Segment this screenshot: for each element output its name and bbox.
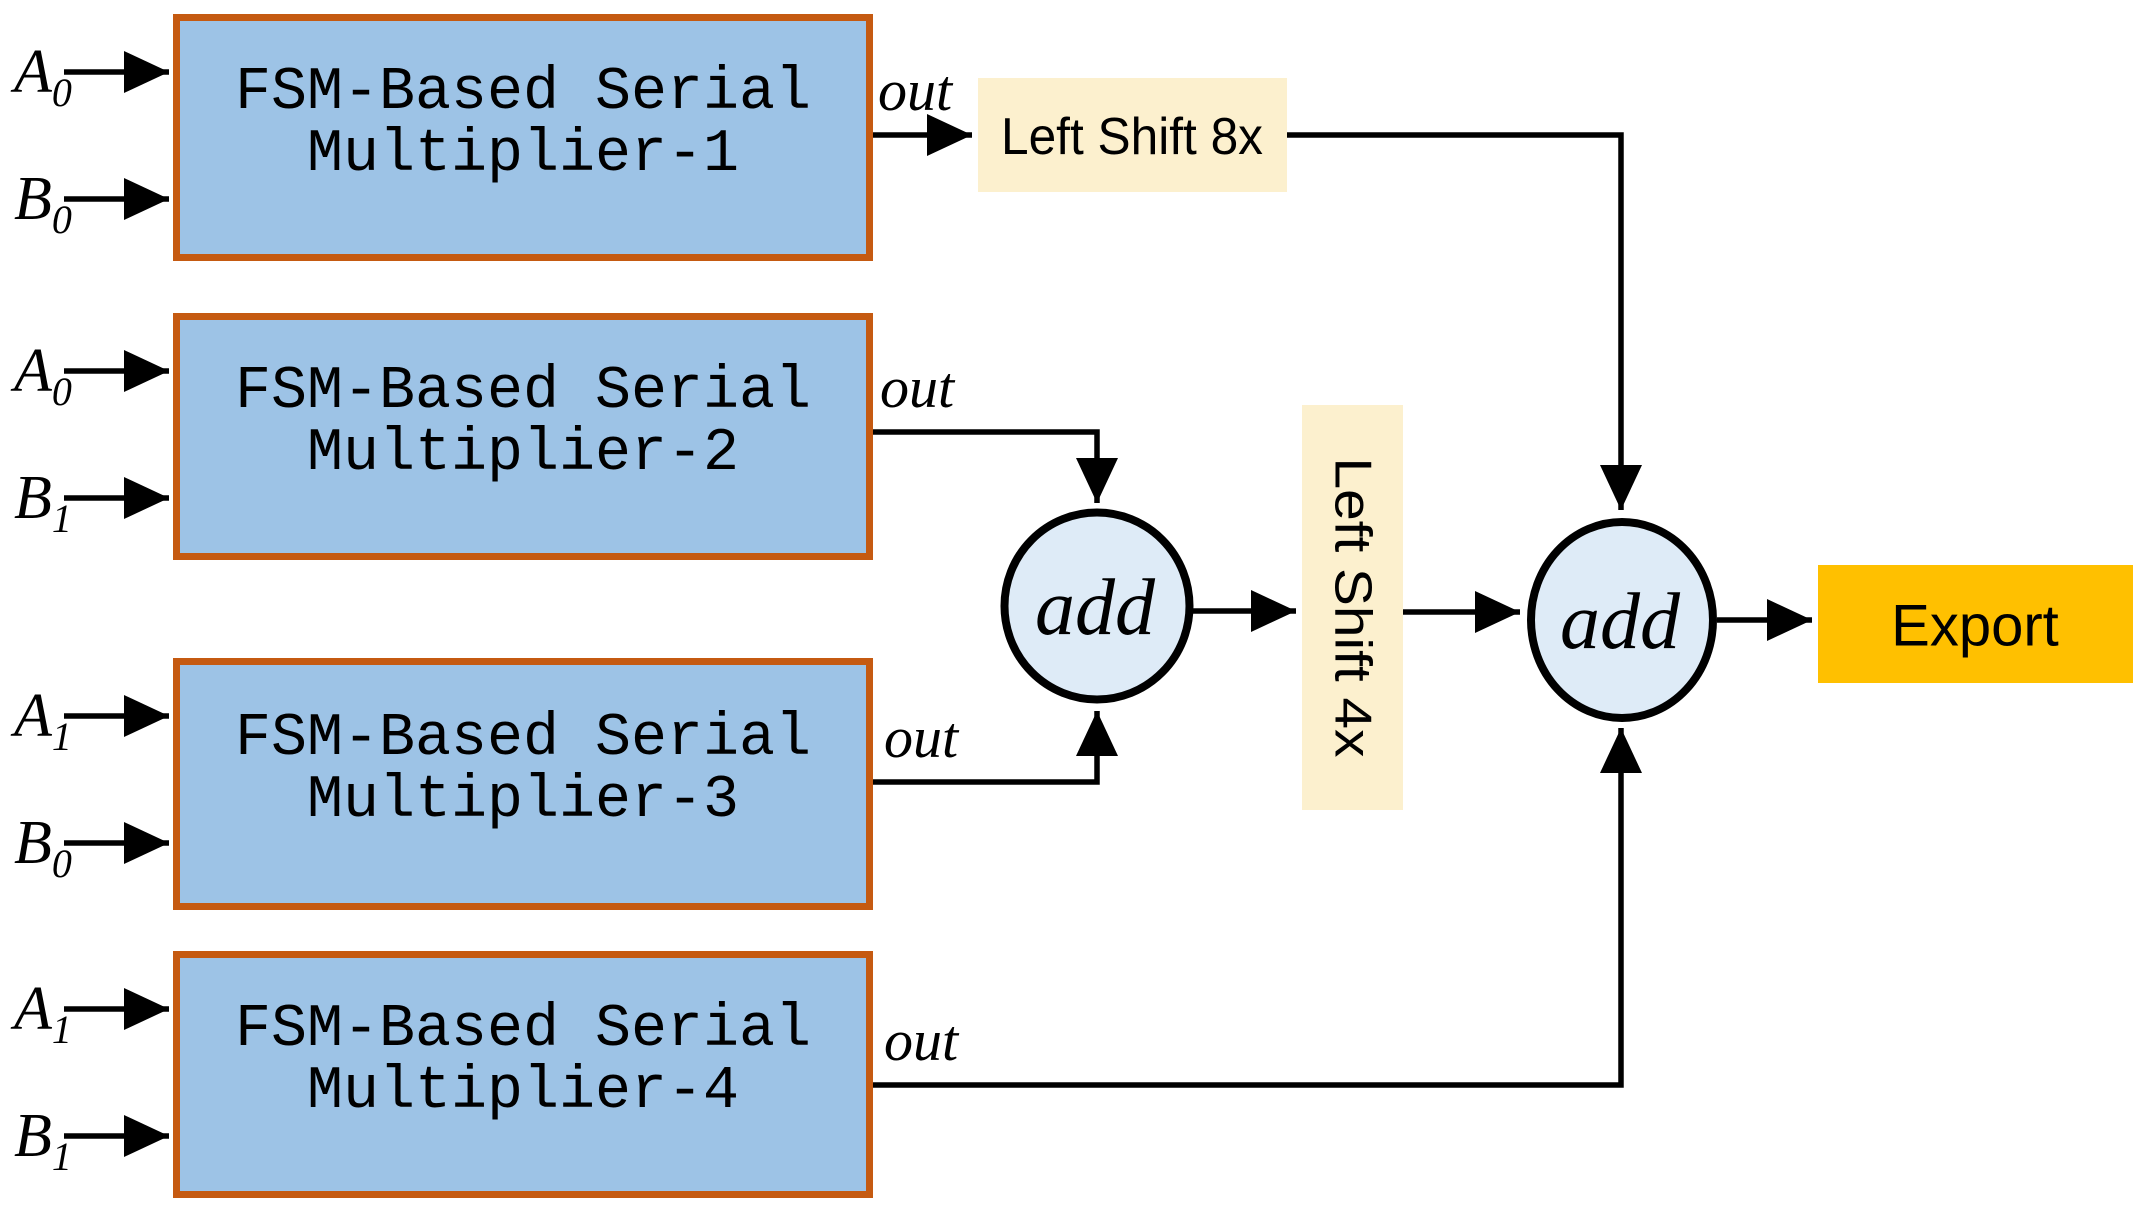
- wire-shift8-to-adder2: [1287, 132, 1642, 510]
- adder-1-label: add: [1035, 564, 1156, 652]
- adder-1-group: add: [1000, 508, 1296, 704]
- multiplier-3-box: [173, 658, 873, 910]
- adder-2-label: add: [1560, 578, 1681, 666]
- multiplier-1-box: [173, 14, 873, 261]
- out-label-4: out: [884, 1008, 960, 1073]
- export-box: [1818, 565, 2133, 683]
- multiplier-3-label-line1: FSM-Based Serial: [235, 705, 811, 773]
- multiplier-2-label-line2: Multiplier-2: [307, 420, 739, 488]
- input-label-b1-m2: B1: [14, 464, 72, 541]
- left-shift-4x-group: Left Shift 4x: [1302, 405, 1520, 810]
- out-label-1: out: [878, 58, 954, 123]
- wire-mult3-to-adder1: [873, 711, 1118, 785]
- multiplier-2-box: [173, 313, 873, 560]
- left-shift-8x-box: [978, 78, 1287, 192]
- input-label-b0-m3: B0: [14, 809, 72, 886]
- adder-1-circle: [1000, 508, 1194, 704]
- multiplier-2-group: FSM-Based Serial Multiplier-2 A0 B1 out: [10, 313, 1118, 560]
- adder-2-group: add: [1527, 518, 1812, 722]
- input-label-b1-m4: B1: [14, 1102, 72, 1179]
- input-label-b0: B0: [14, 165, 72, 242]
- out-label-3: out: [884, 705, 960, 770]
- adder-2-circle: [1527, 518, 1717, 722]
- export-label: Export: [1891, 594, 2059, 659]
- multiplier-1-label-line1: FSM-Based Serial: [235, 59, 811, 127]
- input-label-a0: A0: [10, 38, 72, 115]
- out-label-2: out: [880, 355, 956, 420]
- multiplier-4-group: FSM-Based Serial Multiplier-4 A1 B1 out: [10, 728, 1642, 1198]
- left-shift-4x-label: Left Shift 4x: [1324, 458, 1382, 758]
- export-group: Export: [1818, 565, 2133, 683]
- wire-mult4-to-adder2: [873, 728, 1642, 1088]
- wire-mult2-to-adder1: [873, 429, 1118, 503]
- left-shift-4x-box: [1302, 405, 1403, 810]
- input-label-a0-m2: A0: [10, 337, 72, 414]
- multiplier-4-box: [173, 951, 873, 1198]
- multiplier-4-label-line1: FSM-Based Serial: [235, 996, 811, 1064]
- multiplier-3-group: FSM-Based Serial Multiplier-3 A1 B0 out: [10, 658, 1118, 910]
- multiplier-1-label-line2: Multiplier-1: [307, 121, 739, 189]
- left-shift-8x-label: Left Shift 8x: [1001, 108, 1263, 166]
- input-label-a1-m3: A1: [10, 682, 72, 759]
- multiplier-1-group: FSM-Based Serial Multiplier-1 A0 B0 out: [10, 14, 972, 261]
- multiplier-2-label-line1: FSM-Based Serial: [235, 358, 811, 426]
- multiplier-3-label-line2: Multiplier-3: [307, 767, 739, 835]
- multiplier-4-label-line2: Multiplier-4: [307, 1058, 739, 1126]
- left-shift-8x-group: Left Shift 8x: [978, 78, 1642, 510]
- input-label-a1-m4: A1: [10, 975, 72, 1052]
